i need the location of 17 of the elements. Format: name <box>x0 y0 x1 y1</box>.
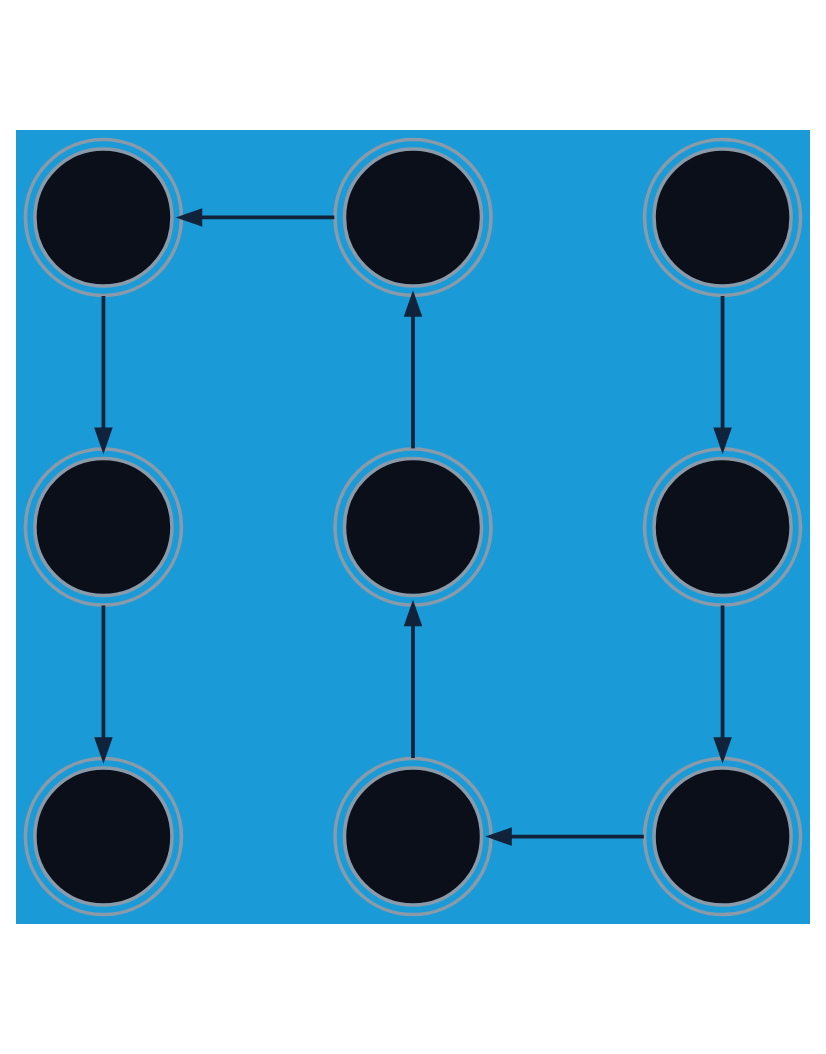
arrow <box>94 605 113 764</box>
node-circle <box>642 137 803 298</box>
node-circle <box>642 447 803 607</box>
node-circle <box>642 756 803 917</box>
node-circle <box>23 447 184 607</box>
arrow <box>403 290 423 449</box>
arrow <box>403 599 423 758</box>
arrow <box>485 827 644 846</box>
node-circle <box>333 447 493 607</box>
arrow <box>713 295 732 455</box>
node-circle <box>23 756 184 917</box>
arrow <box>175 208 335 227</box>
arrow <box>713 605 732 764</box>
node-circle <box>333 756 493 917</box>
arrow <box>94 295 113 455</box>
node-circle <box>333 137 493 298</box>
node-circle <box>23 137 184 298</box>
